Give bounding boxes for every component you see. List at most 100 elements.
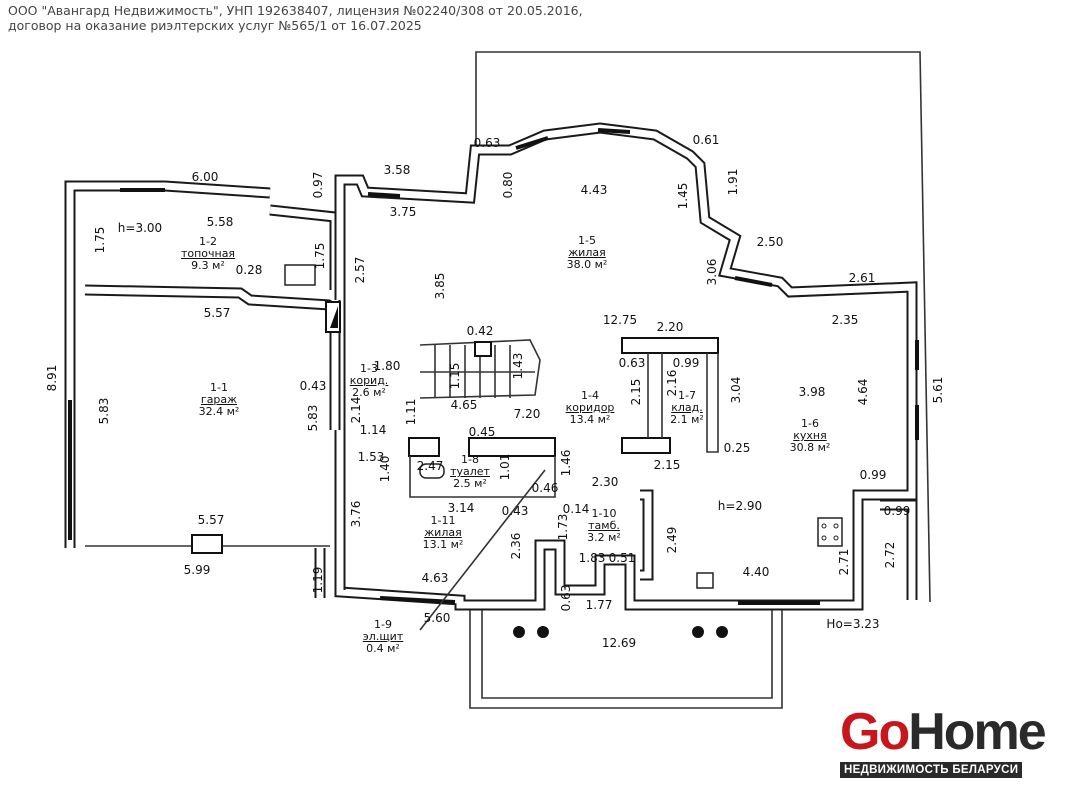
dim: 0.99 [672, 356, 700, 370]
dim: 1.75 [93, 226, 107, 254]
dim: 1.11 [404, 398, 418, 426]
agency-header: ООО "Авангард Недвижимость", УНП 1926384… [8, 3, 583, 33]
dim: 6.00 [191, 170, 219, 184]
fireplace [696, 572, 714, 589]
dim: 1.77 [585, 598, 613, 612]
dim: 12.69 [601, 636, 637, 650]
dim: 2.35 [831, 313, 859, 327]
dim: 2.71 [837, 548, 851, 576]
dim: 4.65 [450, 398, 478, 412]
dim: 0.28 [235, 263, 263, 277]
dim: 4.64 [856, 378, 870, 406]
dim: 2.61 [848, 271, 876, 285]
dim: 0.99 [883, 504, 911, 518]
dim: h=3.00 [117, 221, 163, 235]
dim: 3.04 [729, 376, 743, 404]
dim: 2.20 [656, 320, 684, 334]
dim: 0.63 [618, 356, 646, 370]
dim: 2.72 [883, 541, 897, 569]
logo-home: Home [908, 703, 1046, 761]
windows [68, 128, 919, 605]
porch-outline [469, 606, 783, 709]
dim: 2.49 [665, 526, 679, 554]
dim: 5.57 [203, 306, 231, 320]
dim: 3.98 [798, 385, 826, 399]
dim: 0.45 [468, 425, 496, 439]
dim: 2.57 [353, 256, 367, 284]
dim: 1.43 [511, 352, 525, 380]
dim: 4.63 [421, 571, 449, 585]
dim: 7.20 [513, 407, 541, 421]
dim: 1.80 [373, 359, 401, 373]
dim: 2.30 [591, 475, 619, 489]
dim: 0.43 [501, 504, 529, 518]
logo-tagline: НЕДВИЖИМОСТЬ БЕЛАРУСИ [840, 762, 1023, 778]
dim: 5.60 [423, 611, 451, 625]
dim: 12.75 [602, 313, 638, 327]
terrace-outline [475, 51, 931, 603]
dim: 5.57 [197, 513, 225, 527]
dim: 3.75 [389, 205, 417, 219]
header-line-1: ООО "Авангард Недвижимость", УНП 1926384… [8, 3, 583, 18]
dim: 0.97 [311, 171, 325, 199]
dim: 0.43 [299, 379, 327, 393]
dim: 1.19 [311, 566, 325, 594]
dim: 1.14 [359, 423, 387, 437]
dim: 4.43 [580, 183, 608, 197]
dim: 2.47 [416, 459, 444, 473]
dim: 3.06 [705, 258, 719, 286]
dim: 2.14 [349, 396, 363, 424]
dim: 0.80 [501, 171, 515, 199]
header-line-2: договор на оказание риэлтерских услуг №5… [8, 18, 422, 33]
dim: 2.36 [509, 532, 523, 560]
dim: 5.99 [183, 563, 211, 577]
dim: 1.73 [556, 513, 570, 541]
walls [64, 122, 918, 611]
dim: 8.91 [45, 364, 59, 392]
boiler [284, 264, 316, 286]
dim: 3.85 [433, 272, 447, 300]
dim: 2.50 [756, 235, 784, 249]
dim: 1.91 [726, 168, 740, 196]
dim: 0.63 [559, 584, 573, 612]
dim: Hо=3.23 [826, 617, 880, 631]
logo-go: Go [840, 703, 910, 761]
dim: 2.15 [653, 458, 681, 472]
gohome-logo: GoHome НЕДВИЖИМОСТЬ БЕЛАРУСИ [840, 703, 1047, 778]
leader-line [419, 469, 546, 631]
dim: 5.61 [931, 376, 945, 404]
dim: 1.01 [498, 453, 512, 481]
toilet-icon [419, 463, 445, 479]
dim: 1.46 [559, 449, 573, 477]
porch-columns [513, 626, 728, 638]
dim: 0.63 [473, 136, 501, 150]
dim: 5.58 [206, 215, 234, 229]
dim: 0.51 [608, 551, 636, 565]
dim: 1.40 [378, 455, 392, 483]
dim: 3.14 [447, 501, 475, 515]
stove-icon [817, 517, 843, 547]
dim: 0.25 [723, 441, 751, 455]
dim: 1.45 [676, 182, 690, 210]
dim: 5.83 [97, 397, 111, 425]
dim: 1.75 [313, 242, 327, 270]
dim: 0.99 [859, 468, 887, 482]
dim: 0.42 [466, 324, 494, 338]
dim: 0.46 [531, 481, 559, 495]
garage-pillar [191, 534, 223, 554]
dim: 1.15 [448, 362, 462, 390]
dim: 1.53 [357, 450, 385, 464]
dim: 3.58 [383, 163, 411, 177]
dim: 1.83 [578, 551, 606, 565]
